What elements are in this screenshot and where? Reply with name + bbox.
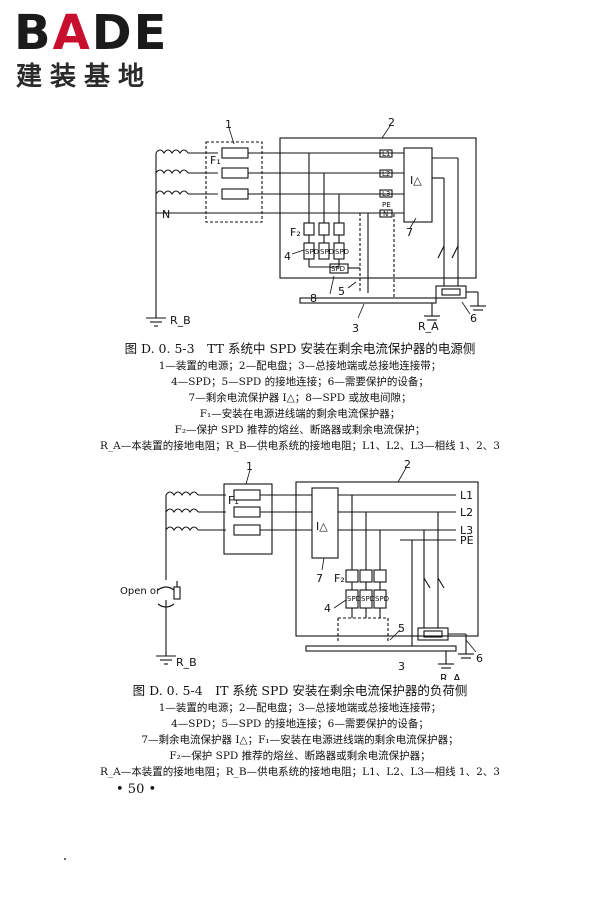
- figure1-legend-line: 7—剩余电流保护器 I△；8—SPD 或放电间隙；: [188, 392, 412, 404]
- fig1-bus-pe: PE: [382, 201, 391, 209]
- figure1-diagram: 1 2 3 4 5 6 7 8 F₁ F₂ N R_B R_A I△ L1 L2…: [146, 118, 486, 335]
- fig1-label-f2: F₂: [290, 226, 301, 239]
- fig1-label-3: 3: [352, 322, 359, 335]
- fig2-bus-l1: L1: [460, 489, 473, 502]
- figure1-legend-line: F₂—保护 SPD 推荐的熔丝、断路器或剩余电流保护；: [174, 424, 426, 436]
- figure2-legend-line: 4—SPD；5—SPD 的接地连接；6—需要保护的设备；: [171, 718, 429, 730]
- fig1-bus-l1: L1: [382, 150, 390, 158]
- fig2-label-idelta: I△: [316, 520, 328, 533]
- figure2-caption: 图 D. 0. 5-4 IT 系统 SPD 安装在剩余电流保护器的负荷侧 1—装…: [60, 682, 540, 780]
- fig2-open-or: Open or: [120, 586, 161, 597]
- logo-subtitle: 建装基地: [16, 62, 153, 92]
- fig1-spd-gap: SPD: [331, 265, 345, 273]
- figure2-diagram: 1 2 3 4 5 6 7 F₁ F₂ R_B R_A I△ L1 L2 L3 …: [120, 460, 483, 680]
- fig2-bus-l3: L3: [460, 524, 473, 537]
- fig1-label-f1: F₁: [210, 154, 221, 167]
- fig1-label-2: 2: [388, 118, 395, 129]
- fig1-spd-1: SPD: [305, 248, 319, 256]
- figure1-legend-line: 1—装置的电源；2—配电盘；3—总接地端或总接地连接带；: [158, 360, 442, 372]
- fig1-spd-3: SPD: [335, 248, 349, 256]
- fig1-label-4: 4: [284, 250, 291, 263]
- figure2-legend-line: F₂—保护 SPD 推荐的熔丝、断路器或剩余电流保护器；: [169, 750, 431, 762]
- fig2-spd-3: SPD: [375, 595, 389, 603]
- fig1-spd-2: SPD: [320, 248, 334, 256]
- fig1-label-ra: R_A: [418, 320, 439, 333]
- figure1-legend-line: F₁—安装在电源进线端的剩余电流保护器；: [199, 408, 401, 420]
- fig1-bus-l3: L3: [382, 190, 390, 198]
- fig1-label-5: 5: [338, 285, 345, 298]
- figure2-legend-line: 1—装置的电源；2—配电盘；3—总接地端或总接地连接带；: [158, 702, 442, 714]
- fig1-bus-l2: L2: [382, 170, 390, 178]
- fig1-label-1: 1: [225, 118, 232, 131]
- figure2-legend-line: 7—剩余电流保护器 I△；F₁—安装在电源进线端的剩余电流保护器；: [141, 734, 459, 746]
- figure1-title: 图 D. 0. 5-3 TT 系统中 SPD 安装在剩余电流保护器的电源侧: [124, 341, 476, 356]
- fig2-label-ra: R_A: [440, 672, 461, 680]
- fig2-label-1: 1: [246, 460, 253, 473]
- fig2-label-4: 4: [324, 602, 331, 615]
- fig2-spd-2: SPD: [361, 595, 375, 603]
- fig2-spd-1: SPD: [347, 595, 361, 603]
- figure2-title: 图 D. 0. 5-4 IT 系统 SPD 安装在剩余电流保护器的负荷侧: [132, 683, 468, 698]
- figure1-legend-line: 4—SPD；5—SPD 的接地连接；6—需要保护的设备；: [171, 376, 429, 388]
- stray-dot: [64, 858, 66, 860]
- fig2-label-f1: F₁: [228, 494, 239, 507]
- fig1-bus-n: N: [383, 210, 388, 218]
- fig2-label-3: 3: [398, 660, 405, 673]
- fig2-label-6: 6: [476, 652, 483, 665]
- fig1-label-6: 6: [470, 312, 477, 325]
- figure1-legend-line: R_A—本装置的接地电阻；R_B—供电系统的接地电阻；L1、L2、L3—相线 1…: [100, 440, 500, 452]
- fig2-label-7: 7: [316, 572, 323, 585]
- fig1-label-idelta: I△: [410, 174, 422, 187]
- figure1-caption: 图 D. 0. 5-3 TT 系统中 SPD 安装在剩余电流保护器的电源侧 1—…: [60, 340, 540, 454]
- figure2-legend-line: R_A—本装置的接地电阻；R_B—供电系统的接地电阻；L1、L2、L3—相线 1…: [100, 766, 500, 778]
- fig1-label-7: 7: [406, 226, 413, 239]
- fig2-bus-l2: L2: [460, 506, 473, 519]
- fig1-label-n: N: [162, 208, 170, 221]
- fig2-label-rb: R_B: [176, 656, 197, 669]
- fig1-label-rb: R_B: [170, 314, 191, 327]
- logo-wordmark: BADE: [14, 5, 169, 61]
- fig1-label-8: 8: [310, 292, 317, 305]
- fig2-label-f2: F₂: [334, 572, 345, 585]
- fig2-label-2: 2: [404, 460, 411, 471]
- logo: BADE 建装基地: [14, 6, 194, 94]
- page-number: • 50 •: [116, 782, 157, 797]
- fig2-bus-pe: PE: [460, 534, 474, 547]
- fig2-label-5: 5: [398, 622, 405, 635]
